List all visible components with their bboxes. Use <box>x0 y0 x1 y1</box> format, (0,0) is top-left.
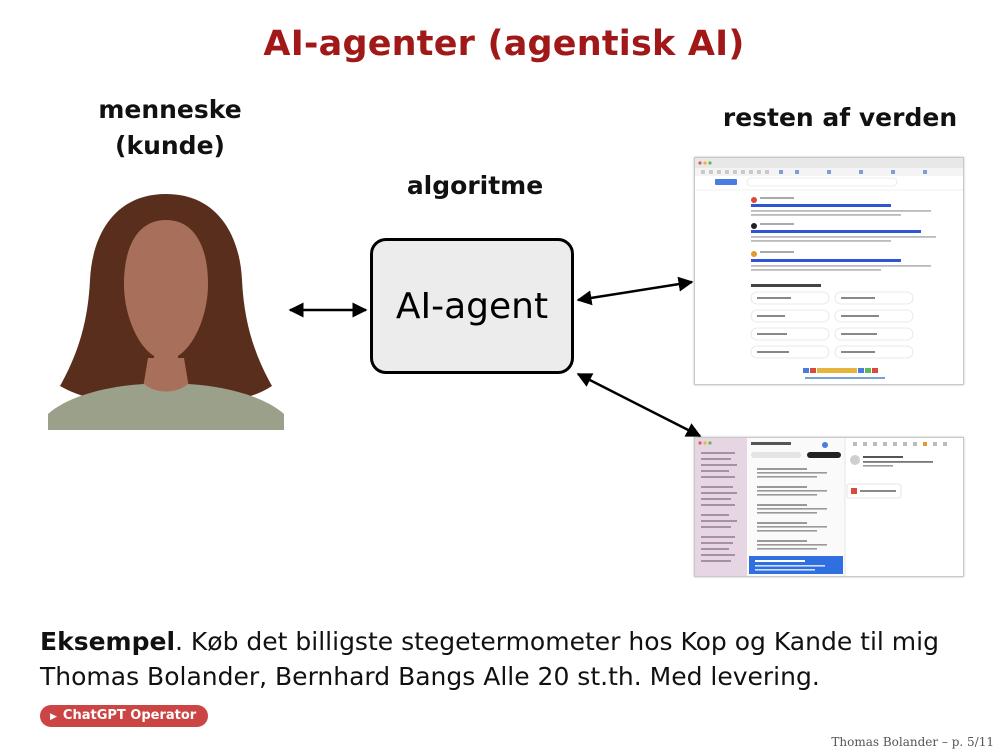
ai-agent-box: AI-agent <box>370 238 574 374</box>
example-body: . Køb det billigste stegetermometer hos … <box>40 627 939 691</box>
page-footer: Thomas Bolander – p. 5/11 <box>831 735 994 749</box>
chatgpt-operator-link[interactable]: ▶ ChatGPT Operator <box>40 705 209 727</box>
search-results-screenshot <box>694 157 964 385</box>
shirt-shape <box>48 384 284 430</box>
arrow-agent-mail <box>576 372 702 438</box>
triangle-right-icon: ▶ <box>50 712 57 722</box>
human-label-line1: menneske <box>98 95 242 124</box>
example-text: Eksempel. Køb det billigste stegetermome… <box>40 624 990 694</box>
face-shape <box>124 220 208 378</box>
algorithm-label: algoritme <box>406 171 544 200</box>
human-label: menneske (kunde) <box>80 92 260 164</box>
slide-title: AI-agenter (agentisk AI) <box>263 24 745 64</box>
search-results-thumbnail <box>695 158 963 379</box>
example-label: Eksempel <box>40 627 176 656</box>
person-illustration <box>48 194 284 430</box>
world-label: resten af verden <box>722 103 958 132</box>
mail-app-screenshot <box>694 437 964 577</box>
ai-agent-label: AI-agent <box>395 285 549 327</box>
arrow-agent-search <box>576 276 694 306</box>
human-label-line2: (kunde) <box>115 131 225 160</box>
chatgpt-operator-label: ChatGPT Operator <box>62 708 197 723</box>
mail-app-thumbnail <box>695 438 947 576</box>
neck-shape <box>142 358 190 394</box>
